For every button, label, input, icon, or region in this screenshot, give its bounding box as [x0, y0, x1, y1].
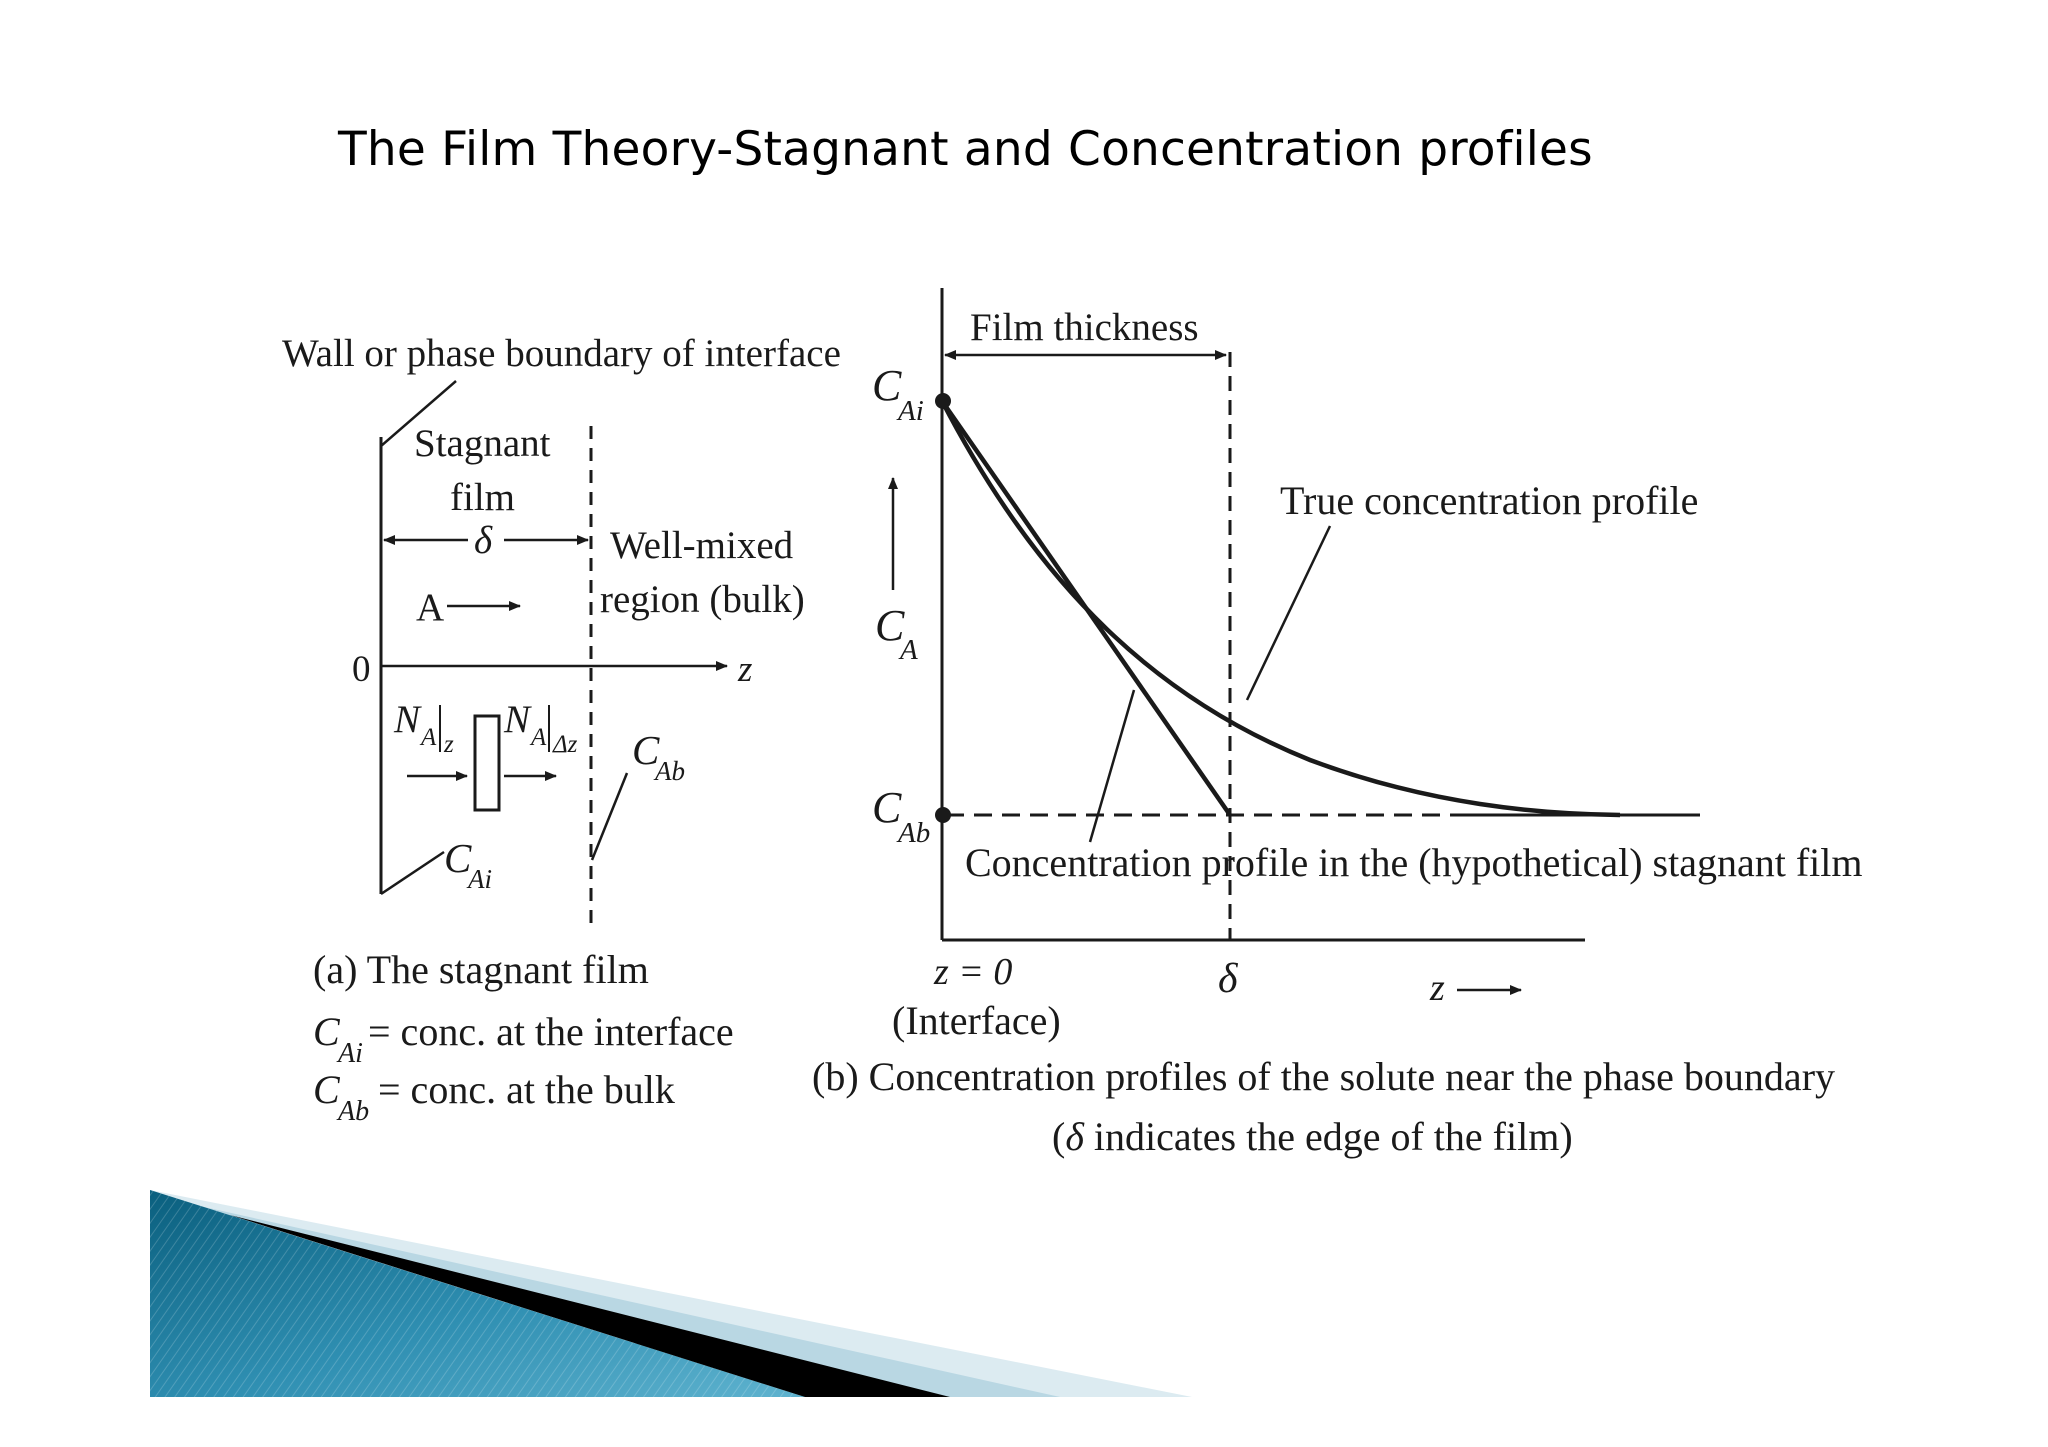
y-ca-sub: A: [898, 634, 918, 666]
flux-out-sub-dz: Δz: [552, 731, 578, 758]
x-interface-label: (Interface): [892, 998, 1061, 1043]
cai-label-symbol: C: [444, 835, 472, 881]
true-profile-label: True concentration profile: [1280, 478, 1698, 523]
panel-b-caption-line2: (δ indicates the edge of the film): [1052, 1114, 1573, 1159]
cab-leader-line: [590, 772, 629, 861]
well-mixed-label-2: region (bulk): [600, 578, 805, 621]
species-a-label: A: [416, 586, 444, 629]
cai-label-sub: Ai: [466, 864, 492, 894]
origin-label: 0: [352, 649, 371, 690]
caption-delta: δ: [1065, 1114, 1085, 1159]
y-cab-sub: Ab: [896, 817, 930, 849]
true-concentration-curve: [940, 399, 1621, 818]
x-zero-label: z = 0: [933, 951, 1012, 993]
panel-b-caption-line1: (b) Concentration profiles of the solute…: [812, 1054, 1835, 1099]
cab-label-symbol: C: [632, 727, 660, 773]
flux-out-symbol: N: [503, 698, 532, 741]
hypothetical-profile-leader: [1088, 689, 1136, 843]
y-cai-symbol: C: [872, 361, 902, 410]
panel-a-caption: (a) The stagnant film: [313, 947, 649, 992]
cab-point: [935, 807, 951, 823]
flux-out-sub: A: [529, 724, 547, 751]
y-ca-symbol: C: [875, 601, 905, 650]
stagnant-label-1: Stagnant: [414, 422, 551, 465]
legend-cai-symbol: C: [313, 1009, 341, 1054]
flux-in-symbol: N: [393, 698, 422, 741]
caption-open-paren: (: [1052, 1114, 1065, 1159]
panel-b-concentration-profiles: Film thickness C Ai C A C Ab True concen…: [812, 288, 1863, 1159]
flux-in-sub-z: z: [443, 731, 454, 758]
control-volume-element: [473, 714, 501, 812]
well-mixed-label-1: Well-mixed: [610, 524, 794, 567]
cai-leader-line: [380, 850, 445, 896]
film-thickness-label: Film thickness: [970, 306, 1199, 349]
caption-delta-text: indicates the edge of the film): [1084, 1114, 1573, 1159]
stagnant-label-2: film: [450, 476, 515, 519]
legend-cai-sub: Ai: [336, 1038, 363, 1069]
true-profile-leader: [1245, 525, 1332, 701]
z-axis-label: z: [737, 649, 752, 690]
legend-cab-text: = conc. at the bulk: [378, 1067, 675, 1112]
legend-cab-symbol: C: [313, 1067, 341, 1112]
cai-point: [935, 393, 951, 409]
decor-teal-hatch: [150, 1190, 805, 1397]
slide-decoration-wedge: [150, 1190, 1192, 1397]
decor-black-band: [230, 1215, 950, 1397]
hypothetical-profile-label: Concentration profile in the (hypothetic…: [965, 840, 1863, 885]
x-delta-label: δ: [1218, 956, 1239, 1002]
wall-leader-line: [380, 380, 457, 447]
delta-label: δ: [474, 519, 493, 562]
flux-in-sub: A: [419, 724, 437, 751]
x-axis-label: z: [1429, 967, 1445, 1009]
panel-a-stagnant-film: Wall or phase boundary of interface Stag…: [282, 332, 841, 1127]
legend-cai-text: = conc. at the interface: [368, 1009, 734, 1054]
decor-light-wedge: [150, 1195, 1060, 1397]
stagnant-film-linear-profile: [940, 399, 1232, 817]
y-cai-sub: Ai: [896, 395, 924, 427]
slide-title: The Film Theory-Stagnant and Concentrati…: [338, 122, 1593, 177]
legend-cab-sub: Ab: [336, 1096, 369, 1127]
y-cab-symbol: C: [872, 783, 902, 832]
cab-label-sub: Ab: [653, 756, 685, 786]
wall-label: Wall or phase boundary of interface: [282, 332, 841, 375]
